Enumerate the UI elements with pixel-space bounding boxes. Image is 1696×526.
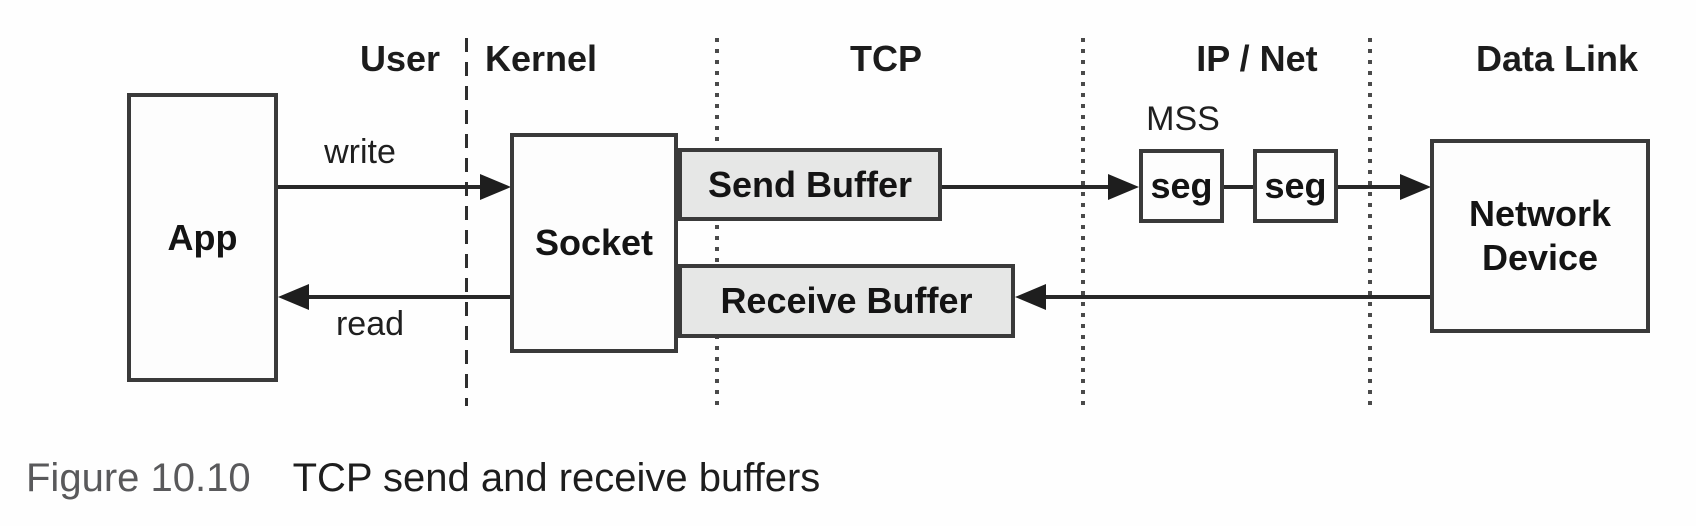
device-to-receivebuffer-arrowhead-icon <box>1015 284 1046 310</box>
write-arrow-line <box>278 185 484 189</box>
figure-caption-number: Figure 10.10 <box>26 456 251 500</box>
network-device-label-line2: Device <box>1481 237 1599 278</box>
read-label: read <box>335 305 405 343</box>
receive-buffer-label: Receive Buffer <box>720 280 973 321</box>
tcp-ipnet-divider <box>1081 38 1085 406</box>
seg-box-2: seg <box>1253 149 1338 223</box>
kernel-tcp-divider <box>715 38 719 406</box>
sendbuffer-to-seg-arrowhead-icon <box>1108 174 1139 200</box>
socket-box: Socket <box>510 133 678 353</box>
write-label: write <box>324 133 396 171</box>
send-buffer-label: Send Buffer <box>707 163 912 205</box>
seg-to-device-arrowhead-icon <box>1400 174 1431 200</box>
seg-to-seg-line <box>1222 185 1255 189</box>
user-kernel-divider <box>465 38 468 406</box>
write-arrowhead-icon <box>480 174 511 200</box>
seg-box-1: seg <box>1139 149 1224 223</box>
figure-caption: Figure 10.10 TCP send and receive buffers <box>26 456 820 501</box>
seg-to-device-line <box>1336 185 1404 189</box>
column-label-kernel: Kernel <box>484 38 598 79</box>
device-to-receivebuffer-line <box>1042 295 1430 299</box>
ipnet-datalink-divider <box>1368 38 1372 406</box>
read-arrowhead-icon <box>278 284 309 310</box>
seg-2-label: seg <box>1264 165 1327 206</box>
network-device-label-line1: Network <box>1468 193 1612 234</box>
network-device-box: Network Device <box>1430 139 1650 333</box>
app-box: App <box>127 93 278 382</box>
column-label-tcp: TCP <box>850 38 922 79</box>
column-label-user: User <box>359 38 441 79</box>
column-label-ip-net: IP / Net <box>1196 38 1318 79</box>
mss-label: MSS <box>1146 100 1220 138</box>
app-label: App <box>167 216 238 258</box>
read-arrow-line <box>305 295 510 299</box>
figure-caption-text: TCP send and receive buffers <box>292 456 821 500</box>
receive-buffer-box: Receive Buffer <box>678 264 1015 338</box>
socket-label: Socket <box>534 222 654 263</box>
sendbuffer-to-seg-line <box>940 185 1112 189</box>
column-label-data-link: Data Link <box>1475 38 1639 79</box>
send-buffer-box: Send Buffer <box>678 148 942 221</box>
seg-1-label: seg <box>1150 165 1213 206</box>
